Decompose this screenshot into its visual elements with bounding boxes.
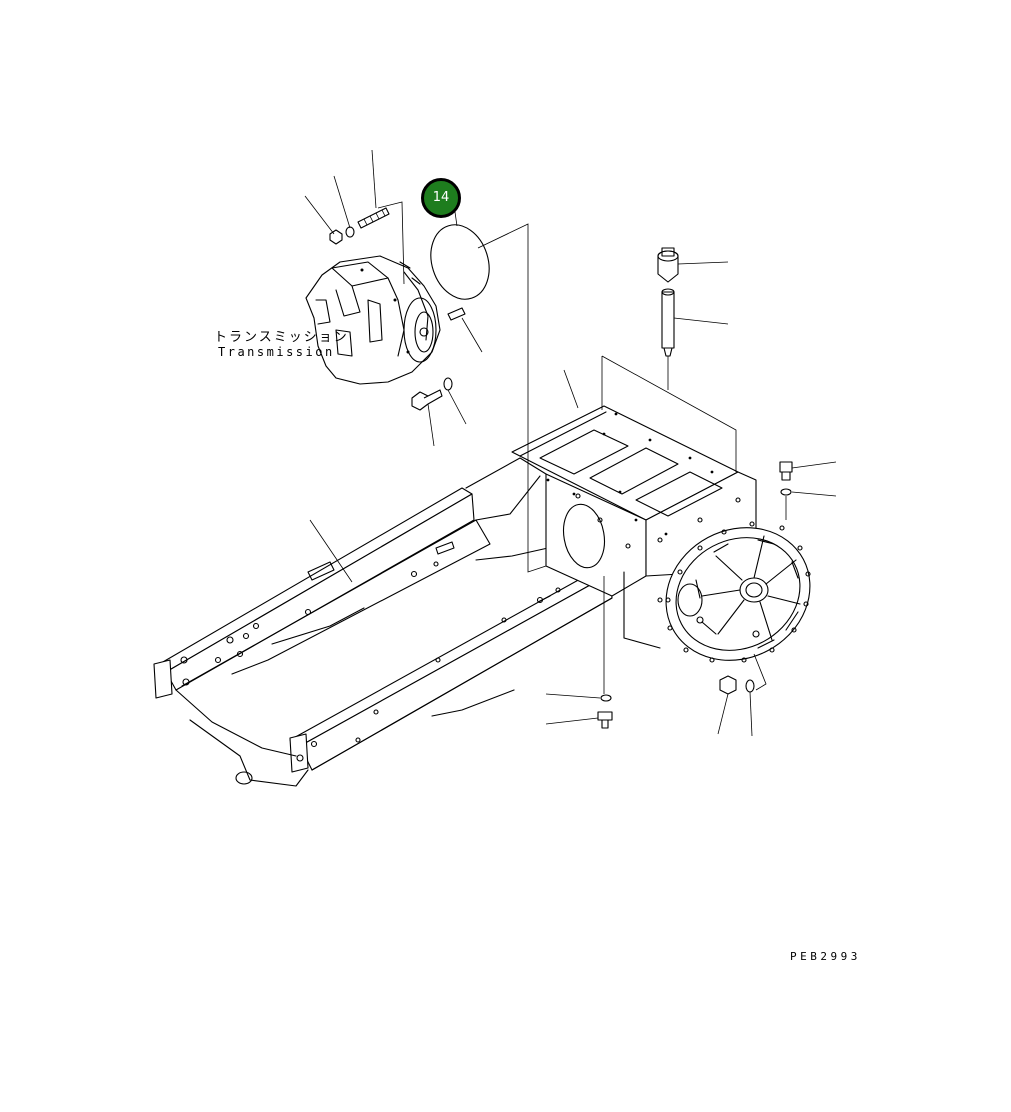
upper-nut bbox=[329, 229, 343, 245]
drain-plug-upper bbox=[779, 461, 793, 481]
frame-holes bbox=[180, 412, 741, 762]
seal-lower bbox=[745, 679, 755, 693]
upper-washer bbox=[345, 226, 355, 238]
lower-mounting-bolt bbox=[411, 389, 443, 411]
dowel-pin bbox=[447, 307, 466, 321]
cap-spacer bbox=[657, 247, 679, 283]
callout-item-14[interactable]: 14 bbox=[421, 178, 461, 218]
drain-plug-lower bbox=[719, 675, 737, 695]
leader-lines bbox=[304, 149, 837, 737]
drawing-code: PEB2993 bbox=[790, 950, 861, 963]
main-frame bbox=[153, 405, 757, 787]
transmission-label-en: Transmission bbox=[218, 345, 335, 359]
lower-washer bbox=[443, 377, 453, 391]
transmission-housing bbox=[305, 255, 441, 385]
bottom-seal bbox=[600, 694, 612, 702]
seal-upper bbox=[780, 488, 792, 496]
final-drive-case bbox=[665, 521, 811, 663]
bottom-plug bbox=[597, 711, 613, 729]
long-spacer bbox=[661, 288, 675, 357]
transmission-label-jp: トランスミッション bbox=[214, 330, 349, 345]
upper-stud-bolt bbox=[357, 207, 390, 229]
o-ring bbox=[430, 224, 490, 300]
